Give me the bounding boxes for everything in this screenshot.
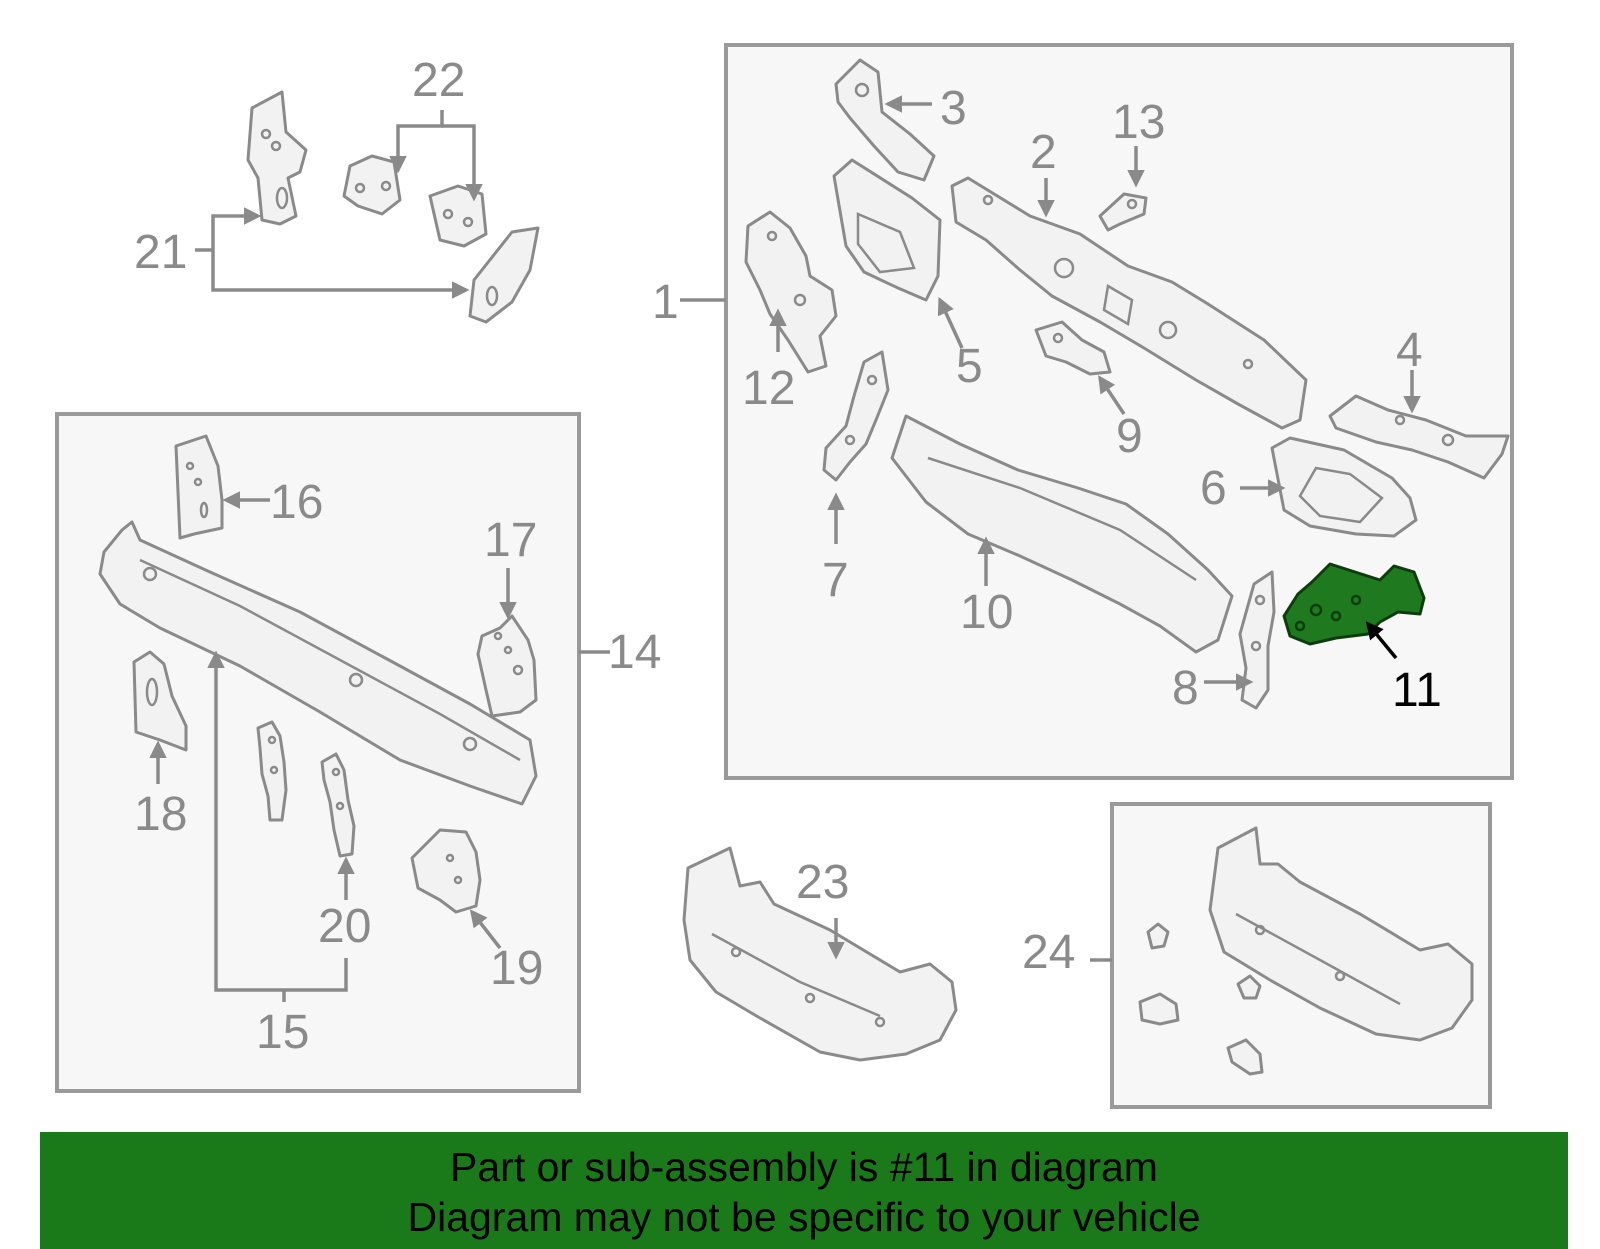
part-23-undercover bbox=[682, 846, 958, 1062]
callout-5: 5 bbox=[956, 340, 983, 393]
callout-11-highlighted: 11 bbox=[1392, 664, 1442, 717]
part-16 bbox=[174, 434, 224, 540]
callout-17: 17 bbox=[484, 514, 537, 567]
part-10 bbox=[890, 414, 1234, 654]
part-7 bbox=[822, 350, 890, 482]
part-4 bbox=[1328, 394, 1510, 480]
part-19 bbox=[410, 828, 482, 914]
callout-8: 8 bbox=[1172, 662, 1199, 715]
part-22-mounts bbox=[342, 154, 488, 248]
callout-22: 22 bbox=[412, 54, 465, 107]
callout-18: 18 bbox=[134, 788, 187, 841]
callout-1: 1 bbox=[652, 276, 679, 329]
callout-13: 13 bbox=[1112, 96, 1165, 149]
callout-10: 10 bbox=[960, 586, 1013, 639]
callout-23: 23 bbox=[796, 856, 849, 909]
callout-labels: 1 2 3 4 5 6 7 8 9 10 11 12 13 14 15 16 1… bbox=[134, 54, 1442, 1059]
part-12 bbox=[744, 210, 838, 374]
part-15-crossmember bbox=[98, 520, 538, 806]
leader-lines-21-22 bbox=[195, 110, 483, 299]
part-2 bbox=[950, 176, 1308, 430]
leader-lines-group-1 bbox=[680, 95, 1421, 691]
callout-19: 19 bbox=[490, 942, 543, 995]
callout-2: 2 bbox=[1030, 126, 1057, 179]
banner-line-1: Part or sub-assembly is #11 in diagram bbox=[450, 1144, 1158, 1190]
part-20a bbox=[256, 720, 288, 822]
part-3 bbox=[834, 58, 936, 182]
banner-line-2: Diagram may not be specific to your vehi… bbox=[407, 1194, 1201, 1240]
info-banner: Part or sub-assembly is #11 in diagram D… bbox=[40, 1132, 1568, 1249]
callout-20: 20 bbox=[318, 900, 371, 953]
part-24-undercover bbox=[1208, 826, 1474, 1042]
part-17 bbox=[476, 614, 538, 718]
part-9 bbox=[1034, 320, 1112, 376]
callout-24: 24 bbox=[1022, 926, 1075, 979]
part-21-brackets bbox=[246, 90, 540, 324]
part-5 bbox=[832, 158, 942, 302]
leader-lines-group-14 bbox=[149, 491, 610, 1002]
callout-12: 12 bbox=[742, 362, 795, 415]
part-18 bbox=[132, 650, 188, 752]
callout-21: 21 bbox=[134, 226, 187, 279]
callout-4: 4 bbox=[1396, 324, 1423, 377]
callout-6: 6 bbox=[1200, 462, 1227, 515]
part-13 bbox=[1098, 192, 1148, 232]
callout-14: 14 bbox=[608, 626, 661, 679]
callout-15: 15 bbox=[256, 1006, 309, 1059]
part-24-clips bbox=[1138, 922, 1264, 1076]
callout-7: 7 bbox=[822, 554, 849, 607]
part-6 bbox=[1270, 436, 1418, 538]
callout-16: 16 bbox=[270, 476, 323, 529]
part-20b bbox=[320, 752, 356, 858]
callout-9: 9 bbox=[1116, 410, 1143, 463]
callout-3: 3 bbox=[940, 82, 967, 135]
